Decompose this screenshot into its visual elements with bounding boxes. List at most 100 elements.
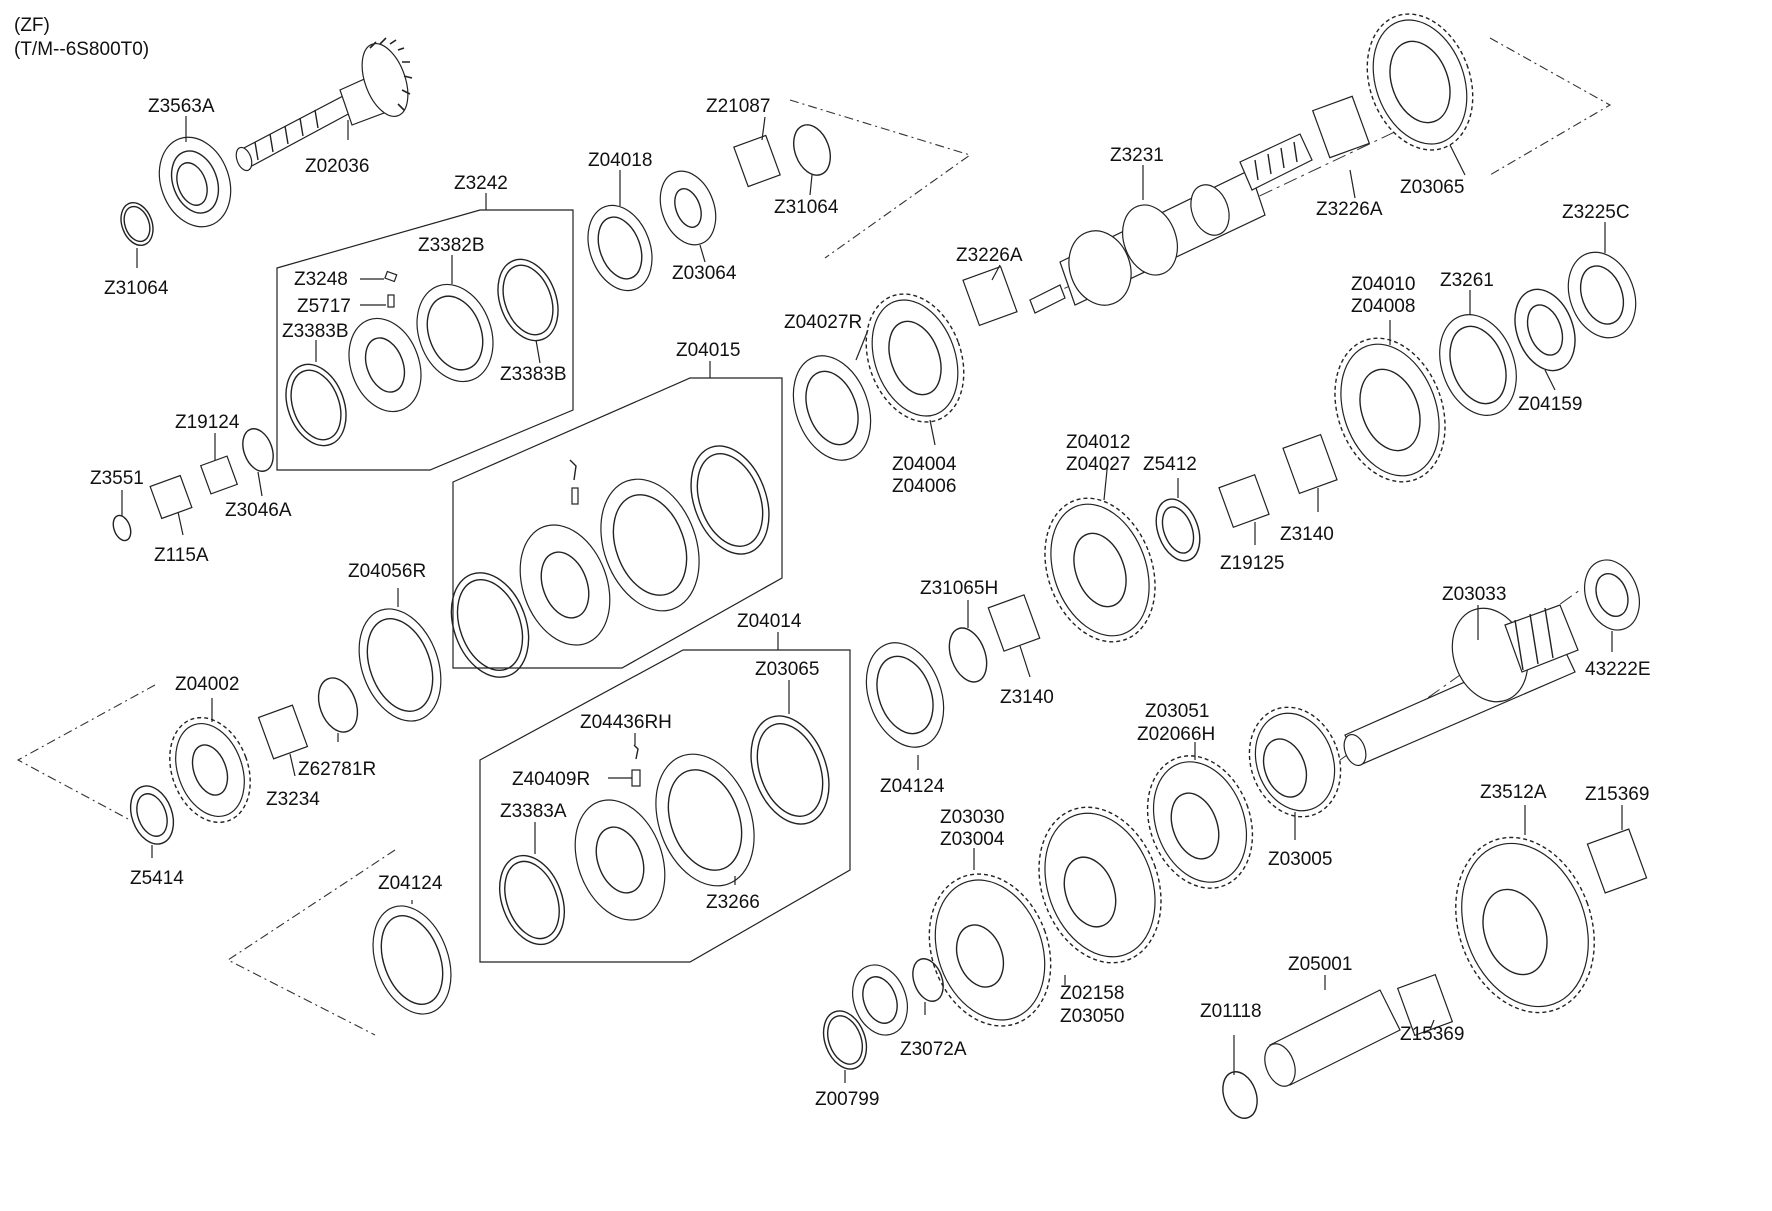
label-z19124: Z19124: [175, 412, 240, 433]
group-box-z04014: [479, 649, 851, 963]
gears-z04027r-z04004: [792, 293, 965, 461]
label-z03033: Z03033: [1442, 584, 1506, 605]
label-z3226a-mid: Z3226A: [956, 245, 1023, 266]
label-z03064: Z03064: [672, 263, 737, 284]
leader-lines: [121, 116, 1623, 1083]
label-z5412: Z5412: [1143, 454, 1197, 475]
label-z04014: Z04014: [737, 611, 802, 632]
label-z3512a: Z3512A: [1480, 782, 1547, 803]
label-z04056r: Z04056R: [348, 561, 426, 582]
parts-center-lower: [865, 594, 1041, 748]
ring-z04124-bottom: [372, 905, 452, 1015]
label-z31065h: Z31065H: [920, 578, 998, 599]
parts-top-right: [1311, 13, 1474, 159]
label-z19125: Z19125: [1220, 553, 1284, 574]
label-z04018: Z04018: [588, 150, 652, 171]
part-labels: Z3563A Z02036 Z31064 Z3242 Z3248 Z5717 Z…: [90, 96, 1651, 1110]
guide-lines: [16, 37, 1612, 1036]
label-z3140-lower: Z3140: [1000, 687, 1054, 708]
label-z04010: Z04010: [1351, 274, 1415, 295]
label-z02036: Z02036: [305, 156, 369, 177]
label-z03004: Z03004: [940, 829, 1005, 850]
label-z04027: Z04027: [1066, 454, 1130, 475]
label-z04027r: Z04027R: [784, 312, 862, 333]
label-z43222e: 43222E: [1585, 659, 1651, 680]
label-z3234: Z3234: [266, 789, 320, 810]
label-z04012: Z04012: [1066, 432, 1130, 453]
guide-line-z21087: [789, 99, 972, 259]
bearing-bottom-center: [822, 958, 944, 1070]
diagram-header: (ZF) (T/M--6S800T0): [14, 14, 149, 62]
label-z3383b-right: Z3383B: [500, 364, 567, 385]
label-z3225c: Z3225C: [1562, 202, 1630, 223]
label-z15369-bottom: Z15369: [1400, 1024, 1464, 1045]
label-z04015: Z04015: [676, 340, 740, 361]
label-z21087: Z21087: [706, 96, 770, 117]
label-z3226a-top: Z3226A: [1316, 199, 1383, 220]
label-z3261: Z3261: [1440, 270, 1494, 291]
label-z04436rh: Z04436RH: [580, 712, 672, 733]
parts: [112, 13, 1648, 1119]
label-z3046a: Z3046A: [225, 500, 292, 521]
synchro-group-z3242: [285, 258, 559, 447]
group-box-z3242: [276, 209, 574, 471]
label-z01118: Z01118: [1200, 1001, 1262, 1022]
group-box-z04015: [452, 377, 783, 669]
label-z3231: Z3231: [1110, 145, 1164, 166]
countershaft-gears: [928, 706, 1342, 1027]
label-z15369-top: Z15369: [1585, 784, 1649, 805]
label-z03030: Z03030: [940, 807, 1004, 828]
label-z3248: Z3248: [294, 269, 348, 290]
label-z03065-mid: Z03065: [755, 659, 819, 680]
label-z5414: Z5414: [130, 868, 184, 889]
label-z04002: Z04002: [175, 674, 239, 695]
label-z04159: Z04159: [1518, 394, 1582, 415]
group-boxes: [276, 209, 851, 963]
label-z5717: Z5717: [297, 296, 351, 317]
label-z62781r: Z62781R: [298, 759, 376, 780]
label-z03005: Z03005: [1268, 849, 1332, 870]
label-z115a: Z115A: [154, 545, 209, 566]
label-z03051: Z03051: [1145, 701, 1209, 722]
gears-right-middle: [1044, 433, 1338, 643]
label-z03050: Z03050: [1060, 1006, 1124, 1027]
label-z04004: Z04004: [892, 454, 957, 475]
label-z04008: Z04008: [1351, 296, 1415, 317]
label-z40409r: Z40409R: [512, 769, 590, 790]
label-z3242: Z3242: [454, 173, 508, 194]
parts-left-middle: [129, 608, 442, 845]
label-z3563a: Z3563A: [148, 96, 215, 117]
label-z31064-left: Z31064: [104, 278, 169, 299]
label-z02066h: Z02066H: [1137, 724, 1215, 745]
label-z03065-top: Z03065: [1400, 177, 1464, 198]
input-shaft: [235, 37, 413, 172]
label-z3266: Z3266: [706, 892, 760, 913]
label-z04124-bottom: Z04124: [378, 873, 443, 894]
guide-line-z04002: [16, 684, 156, 821]
gears-right-upper: [1334, 251, 1637, 483]
parts-left-small: [112, 428, 274, 542]
reverse-idler-group: [1222, 828, 1648, 1119]
label-z04124-mid: Z04124: [880, 776, 945, 797]
label-z31064-top: Z31064: [774, 197, 839, 218]
transmission-model: (T/M--6S800T0): [14, 39, 150, 60]
synchro-group-z04015: [450, 445, 770, 678]
snap-ring-z31064-left: [120, 201, 154, 247]
label-z05001: Z05001: [1288, 954, 1352, 975]
guide-line-z03065-top: [1489, 37, 1612, 176]
countershaft-z03033: [1343, 559, 1640, 767]
bearing-z3563a: [158, 136, 232, 228]
label-z04006: Z04006: [892, 476, 956, 497]
label-z3072a: Z3072A: [900, 1039, 967, 1060]
label-z02158: Z02158: [1060, 983, 1124, 1004]
label-z00799: Z00799: [815, 1089, 879, 1110]
label-z3382b: Z3382B: [418, 235, 485, 256]
label-z3383a: Z3383A: [500, 801, 567, 822]
manufacturer-code: (ZF): [14, 15, 50, 36]
guide-line-z04124-bottom: [226, 849, 396, 1036]
label-z3551: Z3551: [90, 468, 144, 489]
mainshaft-z3231: [1029, 133, 1313, 314]
label-z3383b-left: Z3383B: [282, 321, 349, 342]
